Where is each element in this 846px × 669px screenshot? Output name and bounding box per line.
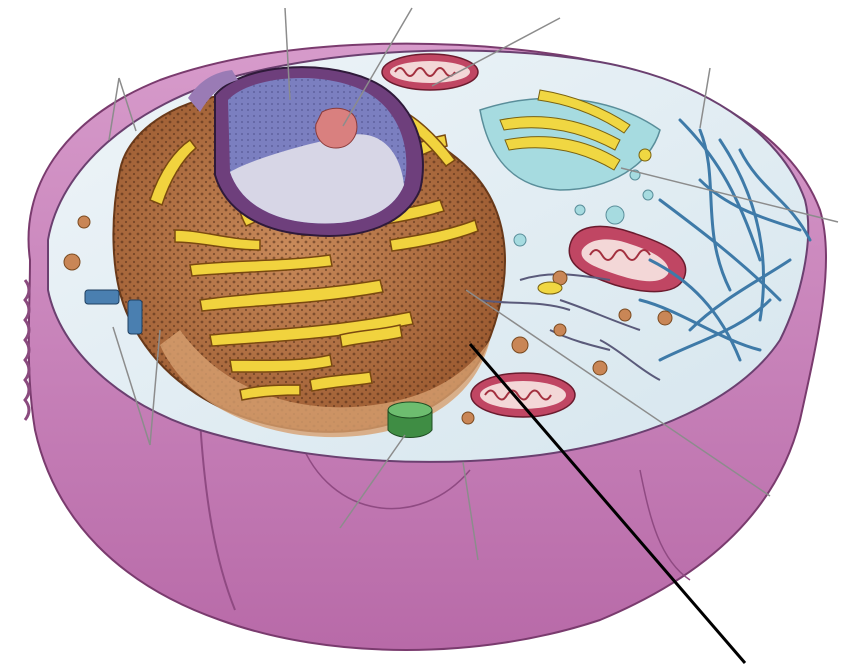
mitochondrion-top — [382, 54, 478, 90]
secretory-vesicle — [388, 402, 432, 438]
mitochondrion-bottom — [471, 373, 575, 417]
